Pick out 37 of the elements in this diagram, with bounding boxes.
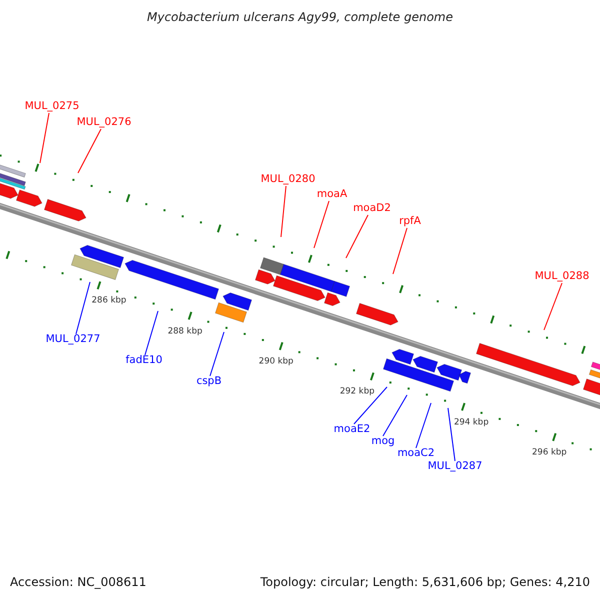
- leader-line: [78, 128, 102, 174]
- scale-label: 292 kbp: [340, 388, 374, 398]
- gene-label: moaA: [316, 189, 348, 201]
- leader-line: [76, 282, 90, 334]
- leader-line: [280, 186, 286, 238]
- leader-line: [382, 394, 408, 436]
- leader-line: [210, 332, 224, 376]
- gene-label: moaE2: [334, 424, 370, 436]
- scale-label: 286 kbp: [92, 296, 126, 306]
- leader-line: [448, 408, 456, 462]
- scale-label: 290 kbp: [258, 357, 294, 367]
- gene-label: MUL_0276: [76, 117, 132, 129]
- gene-label: MUL_0275: [24, 101, 80, 113]
- leader-line: [392, 228, 408, 274]
- gene-label: MUL_0287: [428, 461, 482, 473]
- title: Mycobacterium ulcerans Agy99, complete genome: [146, 10, 454, 24]
- gene-label: fadE10: [126, 355, 162, 367]
- gene-label: MUL_0288: [534, 271, 590, 283]
- gene-label: mog: [371, 436, 395, 448]
- gene-label: rpfA: [399, 216, 421, 228]
- scale-label: 296 kbp: [532, 448, 567, 458]
- footer-text: Topology: circular; Length: 5,631,606 bp; Genes: 4,210: [260, 575, 590, 589]
- gene-label: MUL_0277: [46, 334, 100, 346]
- footer-text: Accession: NC_008611: [10, 575, 146, 589]
- leader-line: [144, 310, 158, 356]
- gene-label: moaC2: [397, 448, 435, 460]
- gene-label: moaD2: [353, 203, 391, 215]
- leader-line: [40, 112, 50, 164]
- leader-line: [314, 200, 330, 248]
- leader-line: [416, 402, 432, 448]
- gene-label: cspB: [196, 376, 222, 388]
- gene-label: MUL_0280: [260, 174, 316, 186]
- scale-label: 294 kbp: [454, 418, 489, 428]
- scale-label: 288 kbp: [168, 327, 202, 336]
- leader-line: [544, 282, 562, 330]
- leader-line: [346, 214, 368, 258]
- leader-line: [354, 386, 388, 424]
